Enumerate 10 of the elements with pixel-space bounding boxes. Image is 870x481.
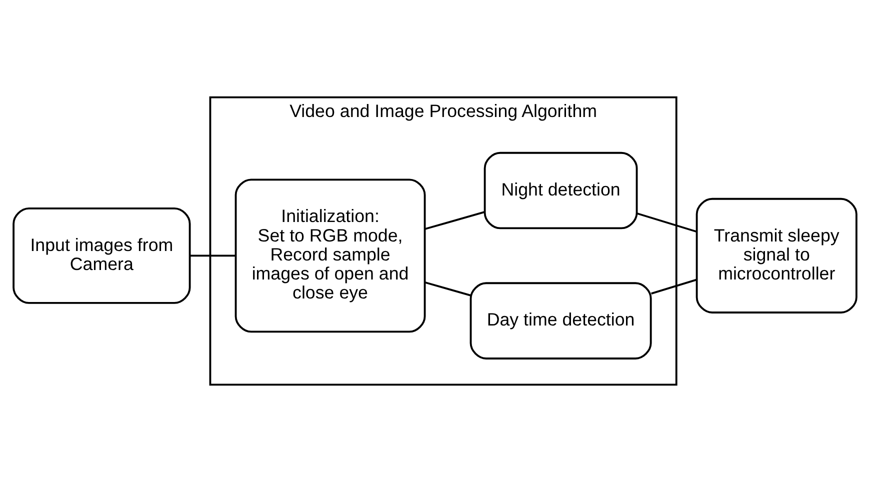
connector	[190, 254, 236, 256]
connector	[424, 280, 471, 296]
connector	[636, 212, 697, 232]
node-box: Day time detection	[470, 282, 652, 359]
node-box: Night detection	[484, 151, 638, 229]
node-box: Transmit sleepy signal to microcontroller	[696, 197, 858, 313]
node-box: Initialization: Set to RGB mode, Record sample images of open and close eye	[234, 178, 426, 332]
connector	[651, 278, 697, 294]
connector	[424, 210, 486, 230]
node-box: Input images from Camera	[12, 206, 191, 304]
